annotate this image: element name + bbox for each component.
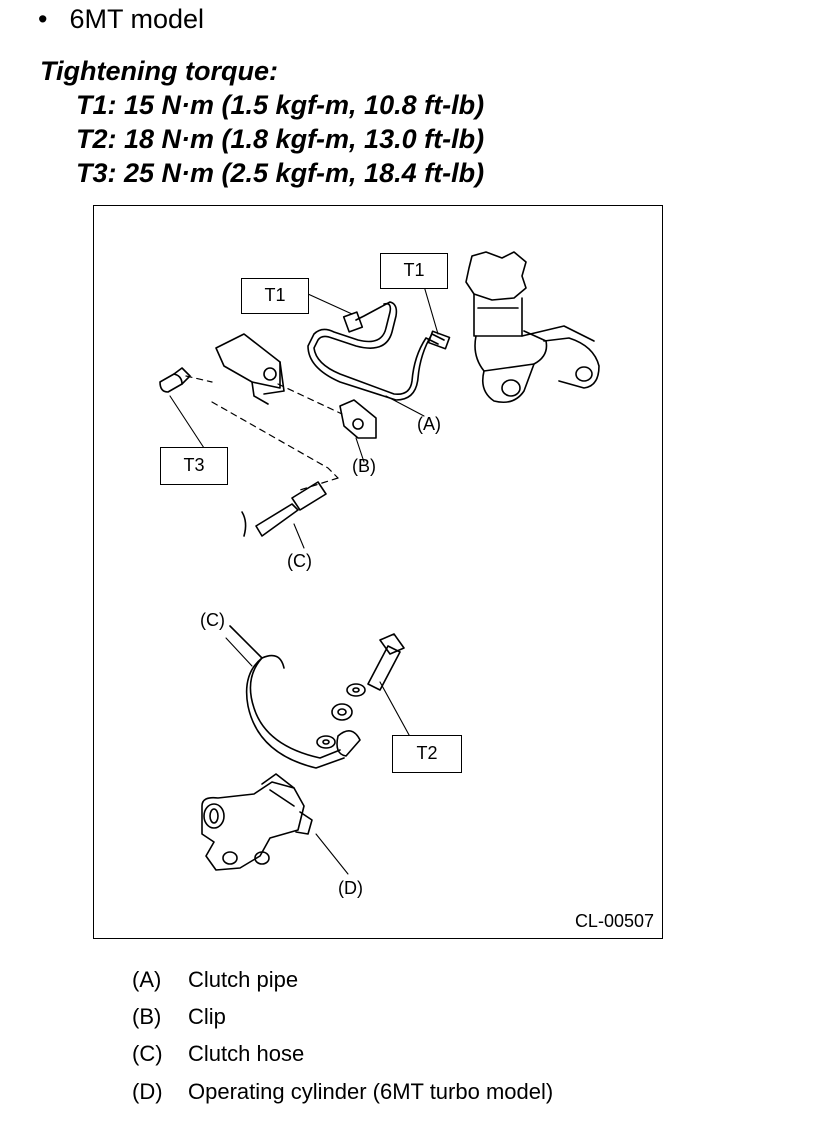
legend-text: Operating cylinder (6MT turbo model) <box>188 1079 554 1104</box>
legend-text: Clip <box>188 1004 226 1029</box>
clutch-diagram: T1 T1 T3 T2 (A) (B) (C) (C) (D) CL-00507 <box>93 205 663 939</box>
clutch-pipe <box>307 301 451 401</box>
figure-id: CL-00507 <box>574 911 654 931</box>
leader-lines <box>169 285 439 549</box>
assembly-lines <box>185 375 343 491</box>
legend-key: (A) <box>132 967 162 992</box>
label-b: (B) <box>352 456 376 476</box>
master-cylinder <box>465 251 600 404</box>
legend-item-a: (A) Clutch pipe <box>132 967 298 993</box>
torque-tag-t3: T3 <box>160 447 228 485</box>
legend-text: Clutch hose <box>188 1041 305 1066</box>
label-c-bottom: (C) <box>200 610 225 630</box>
torque-title: Tightening torque: <box>40 56 278 86</box>
legend-item-b: (B) Clip <box>132 1004 226 1030</box>
t2-bolt-and-washers <box>316 633 405 757</box>
legend-item-d: (D) Operating cylinder (6MT turbo model) <box>132 1079 553 1105</box>
bracket <box>215 333 285 405</box>
torque-tag-t2: T2 <box>392 735 462 773</box>
model-name: 6MT model <box>69 4 205 34</box>
legend-key: (D) <box>132 1079 163 1104</box>
lower-leader-lines <box>225 637 415 875</box>
torque-tag-t1-right: T1 <box>380 253 448 289</box>
clip <box>339 399 377 439</box>
label-c-top: (C) <box>287 551 312 571</box>
legend-text: Clutch pipe <box>188 967 299 992</box>
label-d: (D) <box>338 878 363 898</box>
legend-item-c: (C) Clutch hose <box>132 1041 304 1067</box>
torque-tag-t1-left: T1 <box>241 278 309 314</box>
legend-key: (C) <box>132 1041 163 1066</box>
operating-cylinder <box>201 773 313 871</box>
label-a: (A) <box>417 414 441 434</box>
torque-row-t1: T1: 15 N·m (1.5 kgf-m, 10.8 ft-lb) <box>76 90 485 120</box>
t3-bolt <box>159 367 191 393</box>
clutch-hose-upper <box>241 481 327 537</box>
bullet: • <box>38 4 48 34</box>
legend-key: (B) <box>132 1004 162 1029</box>
model-heading: • 6MT model <box>38 4 204 35</box>
diagram-drawing <box>159 251 600 875</box>
torque-row-t2: T2: 18 N·m (1.8 kgf-m, 13.0 ft-lb) <box>76 124 485 154</box>
clutch-hose-lower <box>229 625 345 769</box>
torque-row-t3: T3: 25 N·m (2.5 kgf-m, 18.4 ft-lb) <box>76 158 485 188</box>
